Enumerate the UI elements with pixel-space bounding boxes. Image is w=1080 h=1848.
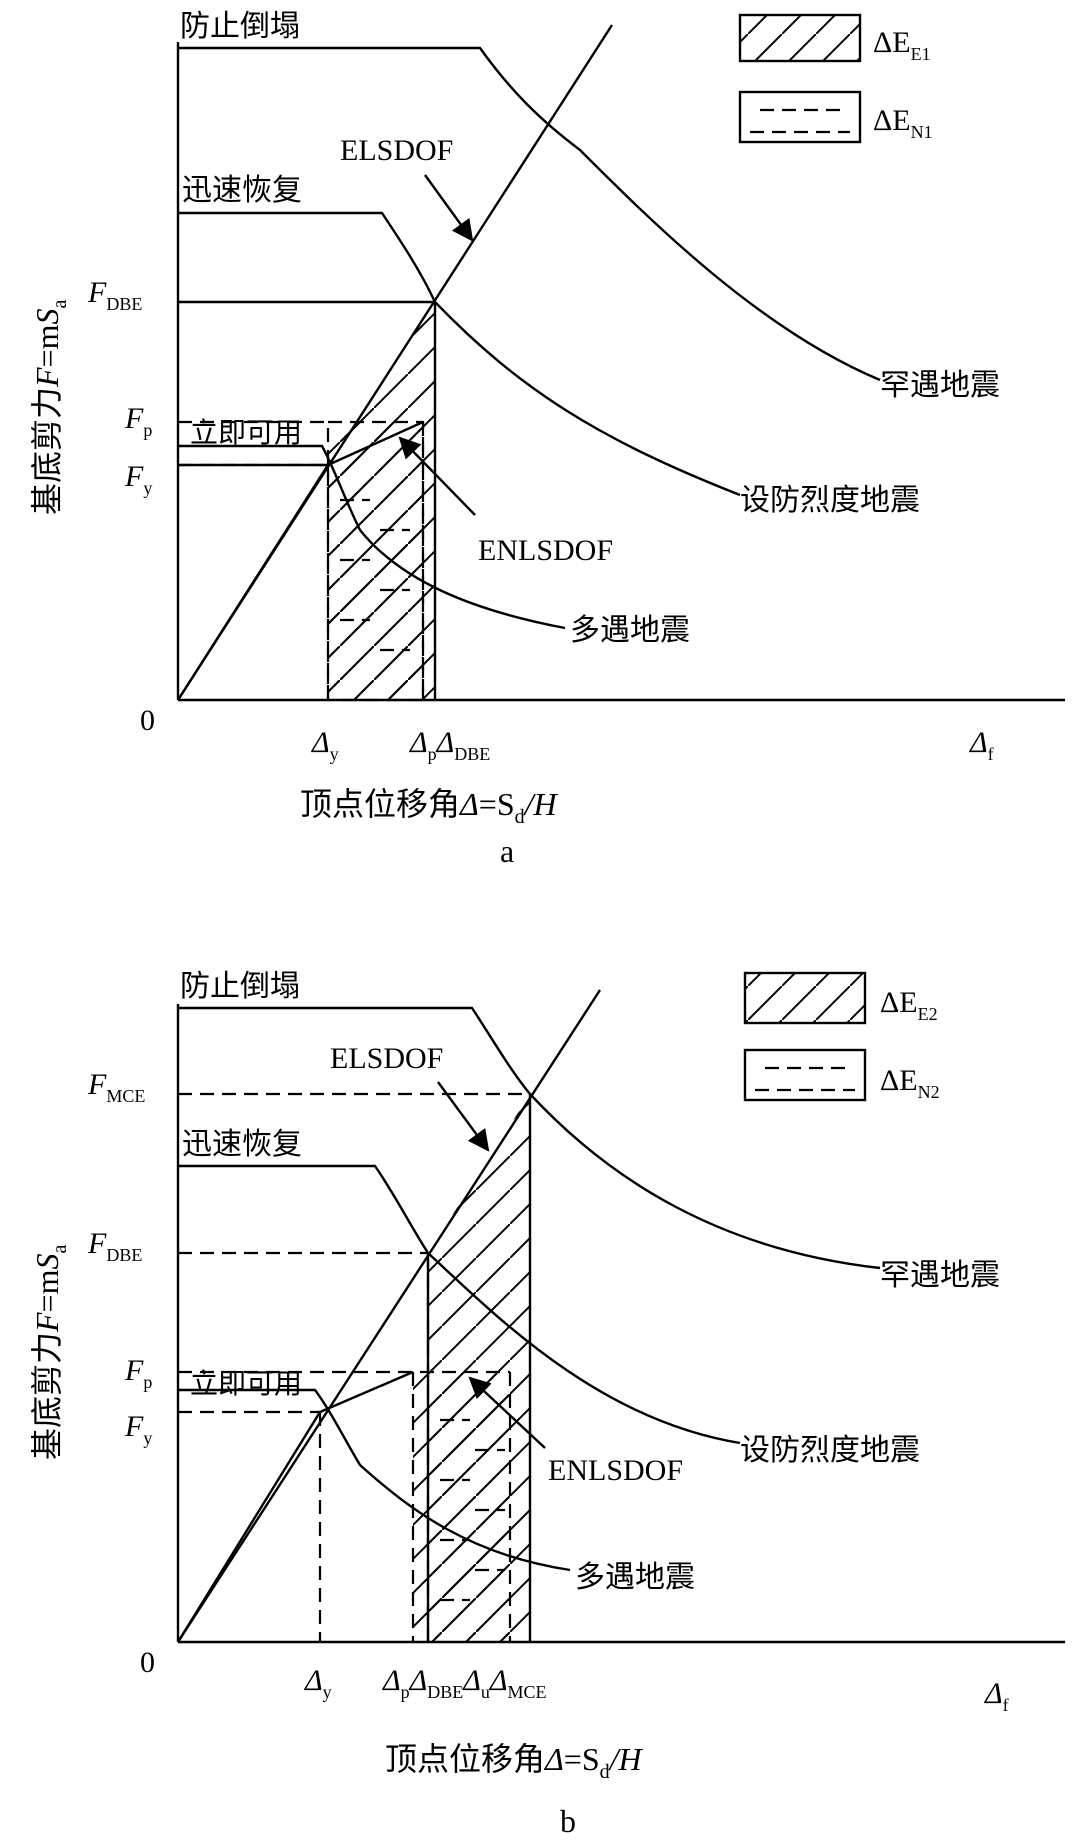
panel-b-pointer-elsdof: ELSDOF (330, 1042, 443, 1075)
panel-b: 防止倒塌 迅速恢复 立即可用 罕遇地震 设防烈度地震 多遇地震 ELSDOF E… (28, 969, 1065, 1839)
svg-text:FMCE: FMCE (87, 1068, 145, 1106)
panel-b-legend: ΔEE2 ΔEN2 (743, 971, 940, 1102)
svg-text:Fp: Fp (124, 1354, 152, 1392)
panel-b-pointer-enlsdof: ENLSDOF (548, 1454, 683, 1487)
panel-a-ylabel: 基底剪力F=mSa (28, 300, 71, 516)
panel-a-curve-rare: 罕遇地震 (880, 368, 1000, 403)
svg-text:ΔEN1: ΔEN1 (873, 104, 933, 142)
panel-b-axes (176, 1004, 1065, 1644)
panel-a-xlabel: 顶点位移角Δ=Sd/H (300, 785, 559, 828)
panel-b-origin: 0 (140, 1646, 155, 1679)
panel-b-xlabel: 顶点位移角Δ=Sd/H (385, 1740, 644, 1783)
svg-text:ΔEN2: ΔEN2 (880, 1064, 940, 1102)
panel-a-caption: a (500, 833, 514, 869)
svg-text:Fy: Fy (124, 1410, 152, 1448)
panel-b-demand-curves (178, 1006, 881, 1572)
panel-a-level-recovery: 迅速恢复 (182, 173, 302, 208)
panel-a-curve-frequent: 多遇地震 (570, 613, 690, 648)
panel-a-x-ticks: Δy ΔpΔDBE Δf (311, 726, 994, 764)
svg-text:Δf: Δf (984, 1677, 1009, 1715)
panel-a-legend: ΔEE1 ΔEN1 (738, 13, 933, 144)
svg-text:FDBE: FDBE (87, 276, 142, 314)
svg-text:ΔEE2: ΔEE2 (880, 986, 938, 1024)
svg-text:Δy: Δy (311, 726, 339, 764)
panel-a-y-ticks: FDBE Fp Fy (87, 276, 152, 498)
panel-a-level-collapse: 防止倒塌 (180, 9, 300, 44)
svg-text:ΔpΔDBE: ΔpΔDBE (409, 726, 490, 764)
panel-b-curve-frequent: 多遇地震 (575, 1560, 695, 1595)
panel-b-enlsdof-line (176, 1370, 414, 1643)
svg-text:Δy: Δy (304, 1664, 332, 1702)
panel-a-level-immediate: 立即可用 (190, 416, 302, 449)
panel-b-level-collapse: 防止倒塌 (180, 969, 300, 1004)
panel-a-pointer-enlsdof: ENLSDOF (478, 534, 613, 567)
panel-b-x-ticks: Δy ΔpΔDBEΔuΔMCE Δf (304, 1664, 1009, 1715)
svg-text:Fy: Fy (124, 460, 152, 498)
svg-text:ΔEE1: ΔEE1 (873, 26, 931, 64)
panel-b-caption: b (560, 1803, 576, 1839)
panel-a-dash-region (178, 420, 425, 702)
svg-text:ΔpΔDBEΔuΔMCE: ΔpΔDBEΔuΔMCE (382, 1664, 546, 1702)
panel-b-ylabel: 基底剪力F=mSa (28, 1245, 71, 1461)
panel-b-level-recovery: 迅速恢复 (182, 1127, 302, 1162)
svg-text:Fp: Fp (124, 402, 152, 440)
panel-a-pointer-elsdof: ELSDOF (340, 134, 453, 167)
svg-text:Δf: Δf (969, 726, 994, 764)
svg-text:FDBE: FDBE (87, 1227, 142, 1265)
panel-a-axes (176, 42, 1065, 702)
panel-b-level-immediate: 立即可用 (190, 1367, 302, 1400)
panel-b-curve-design: 设防烈度地震 (740, 1433, 920, 1468)
panel-a-demand-curves (178, 46, 881, 630)
panel-a-curve-design: 设防烈度地震 (740, 483, 920, 518)
panel-a: 防止倒塌 迅速恢复 立即可用 罕遇地震 设防烈度地震 多遇地震 ELSDOF E… (28, 9, 1065, 869)
panel-b-curve-rare: 罕遇地震 (880, 1258, 1000, 1293)
panel-b-y-ticks: FMCE FDBE Fp Fy (87, 1068, 152, 1448)
panel-b-elsdof-line (176, 989, 602, 1643)
panel-b-hatch-region (413, 1094, 530, 1642)
panel-a-origin: 0 (140, 704, 155, 737)
